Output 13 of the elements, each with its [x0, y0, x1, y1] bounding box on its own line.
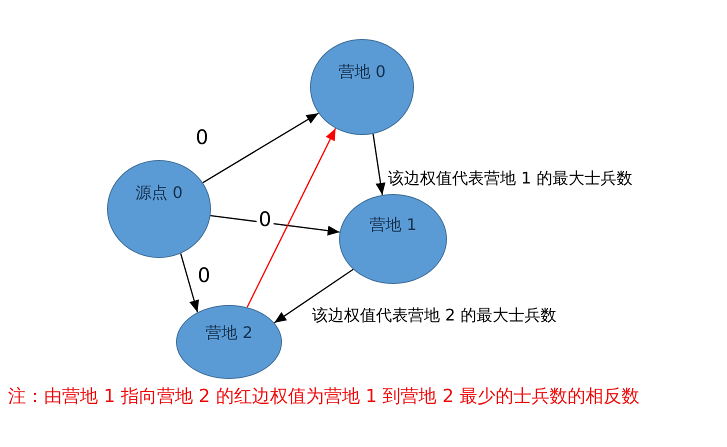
arrow [372, 134, 386, 195]
edge-label: 该边权值代表营地 1 的最大士兵数 [388, 168, 632, 188]
node-label: 源点 0 [135, 183, 183, 202]
arrow [210, 214, 340, 236]
arrow [274, 268, 354, 324]
note-text: 注：由营地 1 指向营地 2 的红边权值为营地 1 到营地 2 最少的士兵数的相反数 [8, 386, 640, 408]
node-label: 营地 2 [205, 323, 253, 342]
node-label: 营地 1 [369, 215, 417, 234]
arrow [202, 112, 319, 184]
arrow [180, 253, 199, 312]
node-label: 营地 0 [338, 62, 386, 82]
edge-label: 该边权值代表营地 2 的最大士兵数 [312, 305, 556, 325]
arrow [246, 128, 336, 308]
